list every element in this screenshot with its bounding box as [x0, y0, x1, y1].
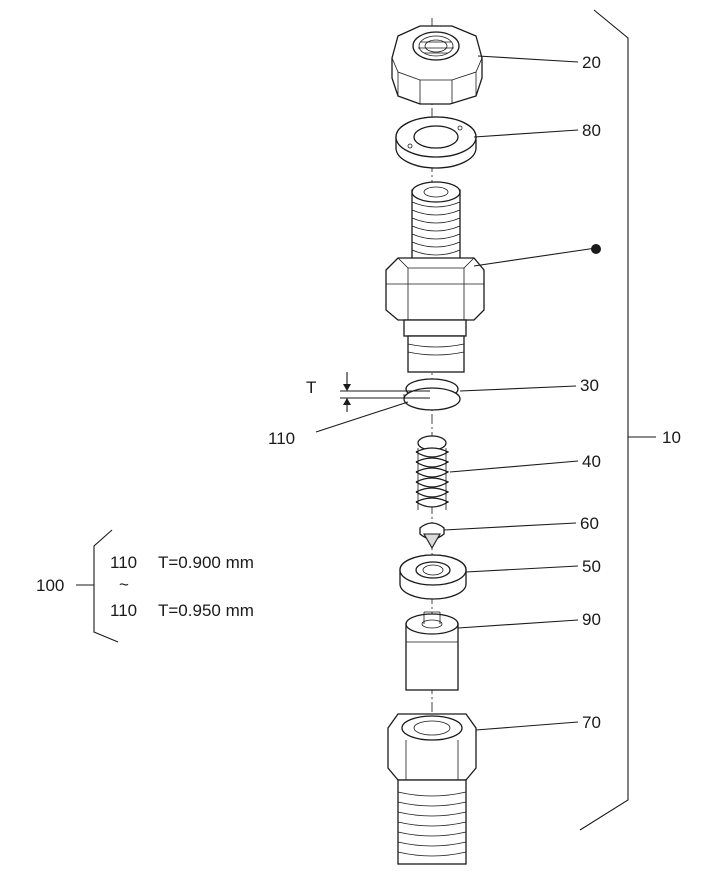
- leader-50: [465, 565, 579, 573]
- part-20-hex-nut: [391, 25, 483, 105]
- label-dimension-t: T: [306, 378, 316, 397]
- part-40-spring: [415, 435, 450, 510]
- part-60-valve: [419, 522, 445, 550]
- variant-last-part: 110: [110, 601, 137, 620]
- leader-60: [443, 522, 577, 531]
- label-40: 40: [582, 452, 601, 471]
- part-70-fitting: [387, 713, 477, 865]
- part-80-washer: [395, 116, 477, 169]
- assembly-bracket: [579, 9, 629, 831]
- label-50: 50: [582, 557, 601, 576]
- part-110-shim: [403, 387, 461, 411]
- variant-first-spec: T=0.900 mm: [158, 553, 254, 572]
- label-100: 100: [36, 576, 64, 595]
- leader-20: [477, 55, 579, 63]
- leader-90: [457, 619, 579, 629]
- label-60: 60: [580, 514, 599, 533]
- part-90-holder: [405, 611, 459, 691]
- variant-first-part: 110: [110, 553, 137, 572]
- leader-30: [459, 385, 577, 392]
- label-80: 80: [582, 121, 601, 140]
- label-10: 10: [662, 428, 681, 447]
- variant-range-mark: ~: [119, 575, 129, 594]
- label-90: 90: [582, 610, 601, 629]
- leader-80: [473, 129, 579, 138]
- body-marker-dot: [591, 244, 601, 254]
- label-30: 30: [580, 376, 599, 395]
- variant-last-spec: T=0.950 mm: [158, 601, 254, 620]
- label-20: 20: [582, 53, 601, 72]
- part-main-body: [385, 181, 485, 373]
- leader-70: [475, 721, 579, 731]
- dimension-t: [340, 372, 430, 412]
- variant-bracket: [93, 529, 119, 643]
- label-110: 110: [268, 429, 295, 448]
- leader-40: [449, 460, 579, 473]
- part-50-seat: [399, 554, 467, 600]
- leader-body: [473, 247, 597, 267]
- label-70: 70: [582, 713, 601, 732]
- leader-110: [315, 401, 409, 433]
